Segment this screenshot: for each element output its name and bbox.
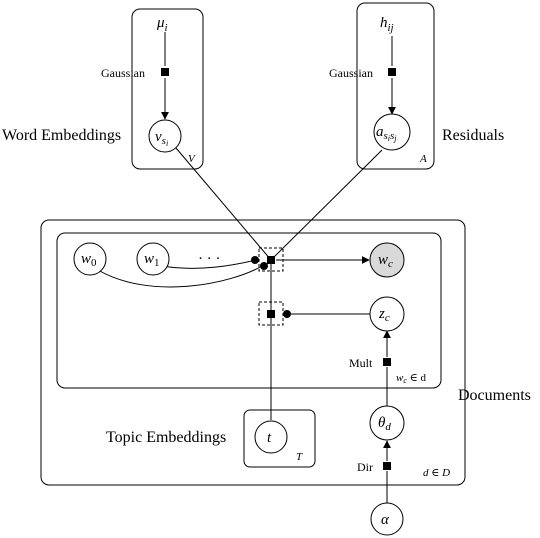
node-w0 [73, 242, 107, 276]
node-wc [369, 242, 405, 278]
topic-factor-dot [283, 310, 291, 318]
node-zc-label: zc [378, 306, 390, 324]
mult-factor [383, 358, 391, 366]
documents-index: d ∈ D [423, 467, 450, 479]
node-w0-label: w0 [81, 251, 97, 269]
word-embeddings-index: V [188, 153, 196, 165]
node-w1 [136, 242, 170, 276]
residuals-label: Residuals [442, 127, 504, 144]
residuals-index: A [419, 153, 427, 165]
edge-a-to-word-factor [270, 149, 383, 261]
node-h-label: hij [380, 15, 394, 34]
residuals-plate [356, 2, 435, 170]
gaussian-right-factor [388, 68, 396, 76]
mult-label: Mult [349, 356, 373, 370]
node-w1-label: w1 [144, 251, 160, 269]
node-v [148, 119, 182, 153]
node-a-label: asisj [376, 124, 397, 143]
word-factor-dot-lower [260, 262, 268, 270]
node-alpha-label: α [381, 512, 390, 528]
documents-label: Documents [458, 387, 531, 404]
node-t-label: t [267, 430, 272, 446]
node-v-label: vsi [155, 129, 168, 148]
dir-label: Dir [357, 460, 373, 474]
topic-factor [267, 310, 275, 318]
topic-embeddings-plate [243, 409, 316, 468]
node-theta-label: θd [378, 415, 391, 433]
word-factor-dot-upper [251, 256, 259, 264]
edge-v-to-word-factor [175, 147, 272, 261]
ellipsis-label: · · · [198, 251, 221, 267]
gaussian-right-label: Gaussian [329, 66, 373, 80]
node-t [254, 420, 288, 454]
gaussian-left-factor [161, 68, 169, 76]
documents-plate [40, 219, 466, 486]
word-factor [267, 256, 275, 264]
dir-factor [383, 462, 391, 470]
word-embeddings-label: Word Embeddings [2, 127, 121, 144]
topic-embeddings-index: T [296, 451, 303, 463]
edge-w0-to-word-factor [97, 264, 265, 288]
edge-w1-to-word-factor [161, 259, 257, 269]
node-wc-label: wc [378, 252, 393, 270]
node-alpha [370, 502, 404, 536]
word-embeddings-plate [131, 8, 204, 170]
node-theta [369, 405, 405, 441]
node-mu-label: μi [156, 15, 168, 34]
words-index: wc ∈ d [396, 372, 427, 385]
gaussian-left-label: Gaussian [101, 66, 145, 80]
node-zc [369, 296, 405, 332]
words-plate [56, 232, 442, 389]
node-a [373, 113, 411, 151]
topic-embeddings-label: Topic Embeddings [106, 429, 226, 446]
